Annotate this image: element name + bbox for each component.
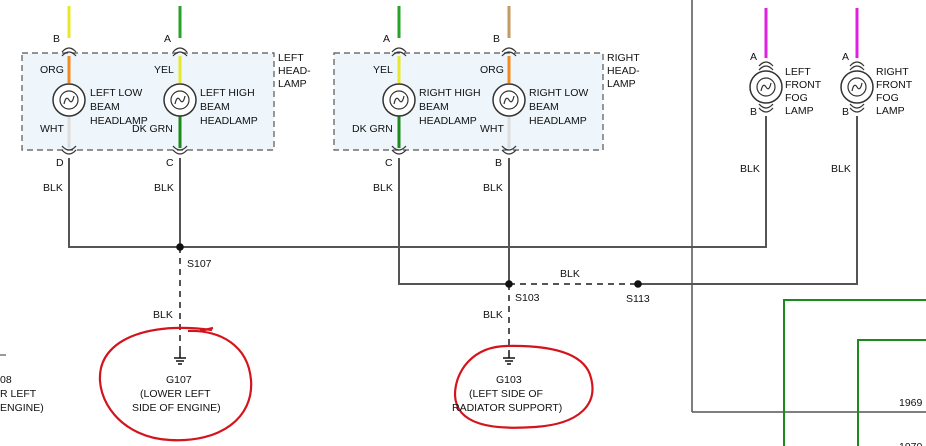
- bottom-right-number-1: 1969: [899, 397, 923, 409]
- right-fog-name-4: LAMP: [876, 105, 905, 117]
- left-fog-pin-bottom-label: B: [750, 106, 757, 118]
- left-high-pin-top-label: A: [164, 33, 171, 45]
- ground-wiring: [68, 116, 858, 352]
- right-high-pin-top-label: A: [383, 33, 390, 45]
- ground-g107-label: G107: [166, 374, 192, 386]
- left-low-color-bottom-label: WHT: [40, 123, 64, 135]
- blk-g107-label: BLK: [153, 309, 173, 321]
- right-fog-name-3: FOG: [876, 92, 899, 104]
- red-annotation-circle-g107: [98, 326, 253, 442]
- left-high-color-bottom-label: DK GRN: [132, 123, 173, 135]
- right-headlamp-group-1: RIGHT: [607, 52, 640, 64]
- g107-desc-1: (LOWER LEFT: [140, 388, 211, 400]
- right-headlamp-group-2: HEAD-: [607, 65, 640, 77]
- blk-s103-s113-label: BLK: [560, 268, 580, 280]
- left-high-pin-bottom-label: C: [166, 157, 174, 169]
- right-high-name-2: BEAM: [419, 101, 449, 113]
- blk-left-high-label: BLK: [154, 182, 174, 194]
- right-low-pin-bottom-label: B: [495, 157, 502, 169]
- left-low-beam-bulb-icon: [52, 83, 86, 117]
- left-high-name-1: LEFT HIGH: [200, 87, 255, 99]
- right-headlamp-group-3: LAMP: [607, 78, 636, 90]
- left-low-name-1: LEFT LOW: [90, 87, 142, 99]
- splice-s113-dot: [634, 280, 642, 288]
- g107-desc-2: SIDE OF ENGINE): [132, 402, 221, 414]
- blk-g103-label: BLK: [483, 309, 503, 321]
- right-low-color-bottom-label: WHT: [480, 123, 504, 135]
- right-low-color-top-label: ORG: [480, 64, 504, 76]
- blk-left-fog-label: BLK: [740, 163, 760, 175]
- left-headlamp-group-2: HEAD-: [278, 65, 311, 77]
- left-fog-pin-top-label: A: [750, 51, 757, 63]
- right-fog-pin-top-label: A: [842, 51, 849, 63]
- left-low-name-2: BEAM: [90, 101, 120, 113]
- right-fog-pin-bottom-label: B: [842, 106, 849, 118]
- blk-right-low-label: BLK: [483, 182, 503, 194]
- red-annotation-circle-g103: [453, 344, 594, 429]
- right-high-color-bottom-label: DK GRN: [352, 123, 393, 135]
- splice-s107-label: S107: [187, 258, 212, 270]
- splice-s103-dot: [505, 280, 513, 288]
- left-fog-name-3: FOG: [785, 92, 808, 104]
- right-high-pin-bottom-label: C: [385, 157, 393, 169]
- right-low-name-1: RIGHT LOW: [529, 87, 588, 99]
- right-fog-name-1: RIGHT: [876, 66, 909, 78]
- left-fog-lamp-bulb-icon: [749, 70, 783, 104]
- left-high-color-top-label: YEL: [154, 64, 174, 76]
- bottom-right-number-2: 1970: [899, 441, 923, 446]
- adjacent-green-wires: [783, 299, 926, 446]
- right-high-name-3: HEADLAMP: [419, 115, 477, 127]
- right-high-beam-bulb-icon: [382, 83, 416, 117]
- right-high-color-top-label: YEL: [373, 64, 393, 76]
- right-headlamp-box: [333, 52, 604, 151]
- left-edge-text-2: R LEFT: [0, 388, 37, 400]
- left-low-name-3: HEADLAMP: [90, 115, 148, 127]
- left-headlamp-group-1: LEFT: [278, 52, 304, 64]
- left-low-pin-top-label: B: [53, 33, 60, 45]
- blk-left-low-label: BLK: [43, 182, 63, 194]
- right-low-beam-bulb-icon: [492, 83, 526, 117]
- ground-g103-icon: [503, 352, 515, 365]
- g103-desc-1: (LEFT SIDE OF: [469, 388, 543, 400]
- connector-chevrons: [61, 47, 865, 155]
- lamp-return-wires: [67, 116, 511, 148]
- left-high-name-2: BEAM: [200, 101, 230, 113]
- splice-s113-label: S113: [626, 293, 650, 305]
- left-edge-text-1: 08: [0, 374, 12, 386]
- left-fog-name-1: LEFT: [785, 66, 811, 78]
- blk-right-high-label: BLK: [373, 182, 393, 194]
- left-low-pin-bottom-label: D: [56, 157, 64, 169]
- right-fog-lamp-bulb-icon: [840, 70, 874, 104]
- right-low-pin-top-label: B: [493, 33, 500, 45]
- left-high-beam-bulb-icon: [163, 83, 197, 117]
- left-edge-text-3: ENGINE): [0, 402, 44, 414]
- left-headlamp-group-3: LAMP: [278, 78, 307, 90]
- splice-s103-label: S103: [515, 292, 540, 304]
- page-border-lines: [0, 0, 926, 413]
- ground-g103-label: G103: [496, 374, 522, 386]
- left-high-name-3: HEADLAMP: [200, 115, 258, 127]
- splice-s107-dot: [176, 243, 184, 251]
- feed-wires: [67, 6, 859, 83]
- right-low-name-3: HEADLAMP: [529, 115, 587, 127]
- ground-g107-icon: [174, 352, 186, 365]
- g103-desc-2: RADIATOR SUPPORT): [452, 402, 562, 414]
- right-high-name-1: RIGHT HIGH: [419, 87, 481, 99]
- left-low-color-top-label: ORG: [40, 64, 64, 76]
- blk-right-fog-label: BLK: [831, 163, 851, 175]
- diagram-labels: B A ORG YEL LEFT LOW BEAM HEADLAMP LEFT …: [0, 33, 923, 446]
- right-fog-name-2: FRONT: [876, 79, 913, 91]
- left-fog-name-2: FRONT: [785, 79, 822, 91]
- right-low-name-2: BEAM: [529, 101, 559, 113]
- left-fog-name-4: LAMP: [785, 105, 814, 117]
